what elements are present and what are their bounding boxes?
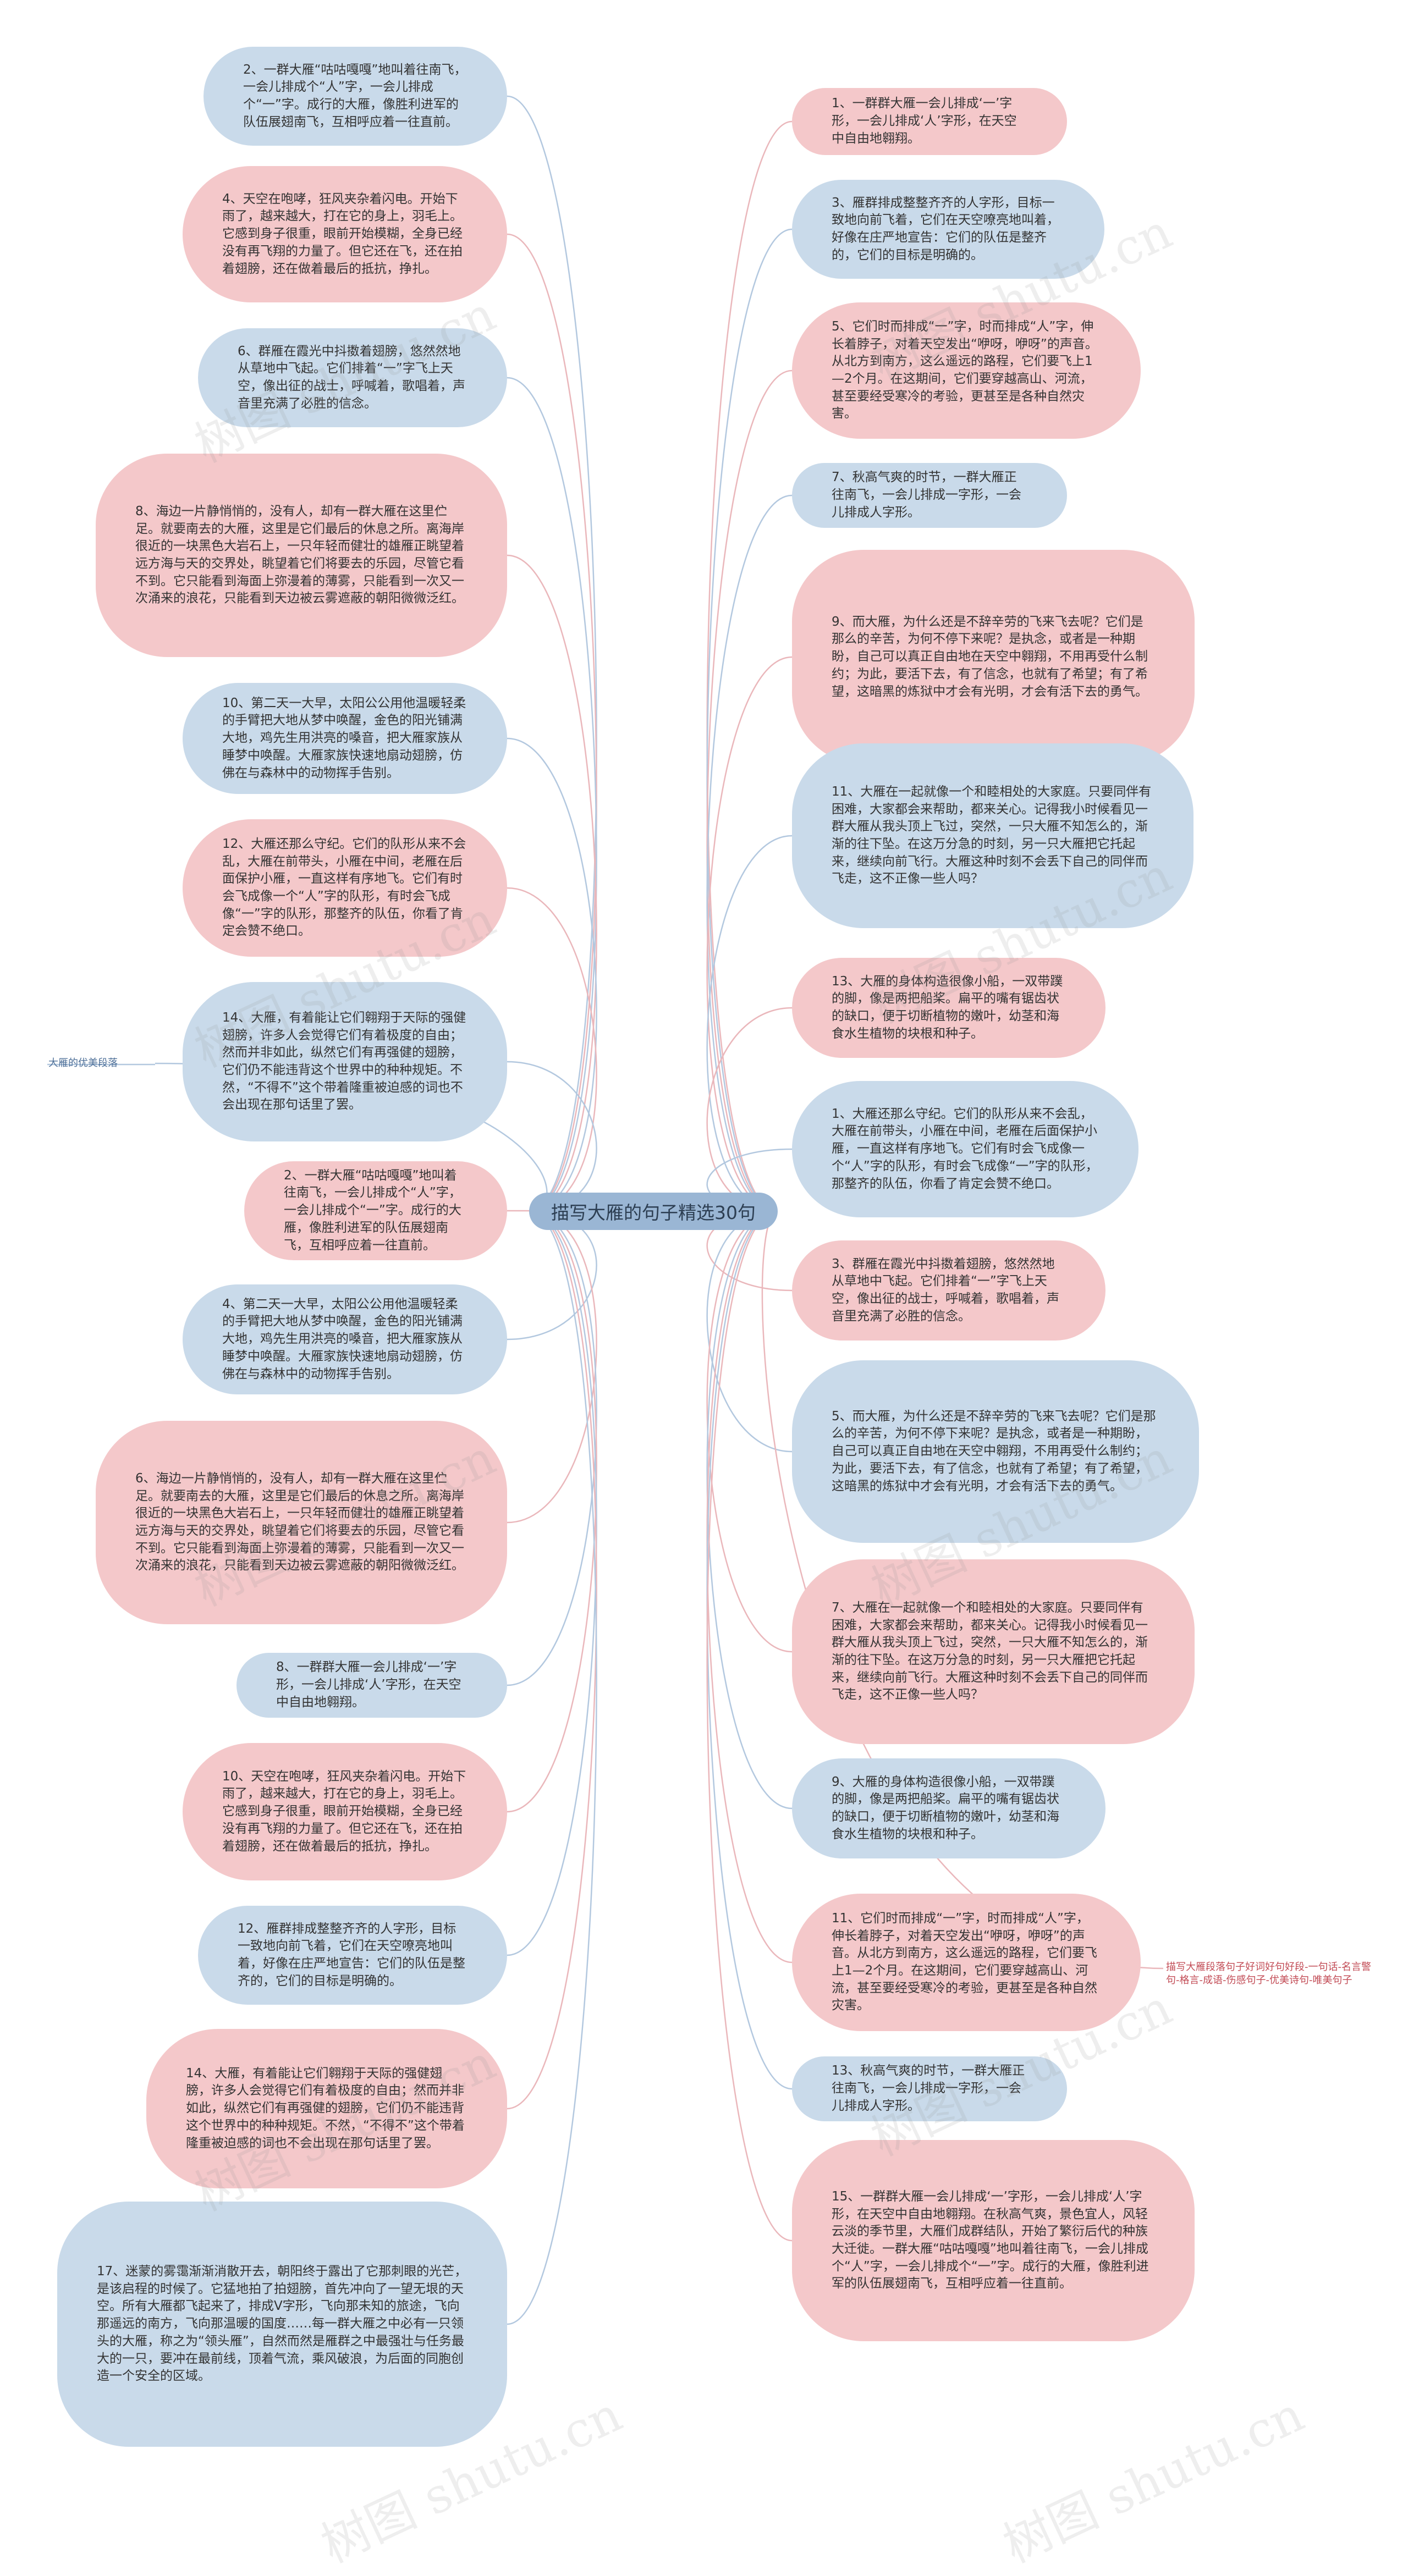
left-connector [507, 1210, 597, 1956]
left-connector [507, 1210, 597, 1813]
left-side-label[interactable]: 大雁的优美段落 [48, 1057, 118, 1069]
left-connector [507, 554, 597, 1212]
left-node-text: 12、雁群排成整整齐齐的人字形，目标一致地向前飞着，它们在天空嘹亮地叫着，好像在… [238, 1921, 465, 1988]
left-node[interactable]: 12、大雁还那么守纪。它们的队形从来不会乱，大雁在前带头，小雁在中间，老雁在后面… [183, 819, 507, 957]
left-connector [507, 377, 597, 1212]
left-connector [507, 1210, 597, 1686]
left-connector [507, 95, 597, 1212]
left-connector [507, 1210, 597, 1524]
left-node-text: 10、第二天一大早，太阳公公用他温暖轻柔的手臂把大地从梦中唤醒，金色的阳光铺满大… [222, 696, 466, 780]
right-connector [706, 1210, 793, 2242]
right-node[interactable]: 5、而大雁，为什么还是不辞辛劳的飞来飞去呢？它们是那么的辛苦，为何不停下来呢？是… [792, 1360, 1199, 1543]
left-node-text: 4、第二天一大早，太阳公公用他温暖轻柔的手臂把大地从梦中唤醒，金色的阳光铺满大地… [222, 1297, 463, 1381]
right-connector [706, 656, 793, 1212]
right-node-text: 9、而大雁，为什么还是不辞辛劳的飞来飞去呢？它们是那么的辛苦，为何不停下来呢？是… [832, 614, 1148, 699]
left-node[interactable]: 10、第二天一大早，太阳公公用他温暖轻柔的手臂把大地从梦中唤醒，金色的阳光铺满大… [183, 683, 507, 794]
left-node-text: 4、天空在咆哮，狂风夹杂着闪电。开始下雨了，越来越大，打在它的身上，羽毛上。它感… [222, 191, 463, 276]
left-connector [507, 1210, 597, 2325]
right-node-text: 9、大雁的身体构造很像小船，一双带蹼的脚，像是两把船桨。扁平的嘴有锯齿状的缺口，… [832, 1774, 1059, 1841]
left-node[interactable]: 2、一群大雁“咕咕嘎嘎”地叫着往南飞，一会儿排成个“人”字，一会儿排成个“一”字… [204, 47, 507, 146]
right-node-text: 3、群雁在霞光中抖擞着翅膀，悠然然地从草地中飞起。它们排着“一”字飞上天空，像出… [832, 1256, 1059, 1323]
right-node-text: 11、大雁在一起就像一个和睦相处的大家庭。只要同伴有困难，大家都会来帮助，都来关… [832, 784, 1152, 886]
right-side-label[interactable]: 描写大雁段落句子好词好句好段-一句话-名言警句-格言-成语-伤感句子-优美诗句-… [1166, 1961, 1371, 1987]
left-connector [507, 233, 597, 1212]
left-node[interactable]: 6、海边一片静悄悄的，没有人，却有一群大雁在这里伫足。就要南去的大雁，这里是它们… [96, 1421, 507, 1624]
left-node-text: 8、海边一片静悄悄的，没有人，却有一群大雁在这里伫足。就要南去的大雁，这里是它们… [135, 504, 464, 606]
left-node[interactable]: 8、一群群大雁一会儿排成‘一’字形，一会儿排成‘人’字形，在天空中自由地翱翔。 [237, 1653, 507, 1718]
right-connector [706, 1210, 793, 1810]
left-node-text: 14、大雁，有着能让它们翱翔于天际的强健翅膀，许多人会觉得它们有着极度的自由；然… [222, 1010, 466, 1112]
left-node[interactable]: 6、群雁在霞光中抖擞着翅膀，悠然然地从草地中飞起。它们排着“一”字飞上天空，像出… [198, 328, 507, 427]
right-node-text: 7、秋高气爽的时节，一群大雁正往南飞，一会儿排成一字形，一会儿排成人字形。 [832, 470, 1021, 520]
left-node-text: 2、一群大雁“咕咕嘎嘎”地叫着往南飞，一会儿排成个“人”字，一会儿排成个“一”字… [284, 1168, 461, 1253]
left-node-text: 6、群雁在霞光中抖擞着翅膀，悠然然地从草地中飞起。它们排着“一”字飞上天空，像出… [238, 344, 465, 411]
mindmap-canvas [47, 95, 1164, 2325]
left-node[interactable]: 17、迷蒙的雾霭渐渐消散开去，朝阳终于露出了它那刺眼的光芒，是该启程的时候了。它… [57, 2202, 507, 2447]
left-node[interactable]: 10、天空在咆哮，狂风夹杂着闪电。开始下雨了，越来越大，打在它的身上，羽毛上。它… [183, 1743, 507, 1880]
left-connector [507, 887, 597, 1212]
left-node[interactable]: 14、大雁，有着能让它们翱翔于天际的强健翅膀，许多人会觉得它们有着极度的自由；然… [146, 2029, 507, 2188]
left-node[interactable]: 14、大雁，有着能让它们翱翔于天际的强健翅膀，许多人会觉得它们有着极度的自由；然… [183, 982, 507, 1141]
left-node[interactable]: 4、天空在咆哮，狂风夹杂着闪电。开始下雨了，越来越大，打在它的身上，羽毛上。它感… [183, 166, 507, 302]
right-node-text: 1、一群群大雁一会儿排成‘一’字形，一会儿排成‘人’字形，在天空中自由地翱翔。 [832, 96, 1017, 146]
right-node[interactable]: 1、一群群大雁一会儿排成‘一’字形，一会儿排成‘人’字形，在天空中自由地翱翔。 [792, 88, 1067, 155]
left-connector [507, 737, 597, 1212]
central-topic[interactable]: 描写大雁的句子精选30句 [529, 1193, 778, 1230]
right-node[interactable]: 7、大雁在一起就像一个和睦相处的大家庭。只要同伴有困难，大家都会来帮助，都来关心… [792, 1559, 1195, 1744]
right-node[interactable]: 13、秋高气爽的时节，一群大雁正往南飞，一会儿排成一字形，一会儿排成人字形。 [792, 2056, 1067, 2121]
right-node[interactable]: 9、而大雁，为什么还是不辞辛劳的飞来飞去呢？它们是那么的辛苦，为何不停下来呢？是… [792, 550, 1195, 764]
left-node-text: 14、大雁，有着能让它们翱翔于天际的强健翅膀，许多人会觉得它们有着极度的自由；然… [186, 2066, 465, 2150]
left-node-text: 2、一群大雁“咕咕嘎嘎”地叫着往南飞，一会儿排成个“人”字，一会儿排成个“一”字… [243, 62, 467, 129]
right-node[interactable]: 7、秋高气爽的时节，一群大雁正往南飞，一会儿排成一字形，一会儿排成人字形。 [792, 463, 1067, 528]
left-node[interactable]: 4、第二天一大早，太阳公公用他温暖轻柔的手臂把大地从梦中唤醒，金色的阳光铺满大地… [183, 1284, 507, 1394]
right-node[interactable]: 5、它们时而排成“一”字，时而排成“人”字，伸长着脖子，对着天空发出“咿呀，咿呀… [792, 302, 1141, 439]
right-node-text: 5、而大雁，为什么还是不辞辛劳的飞来飞去呢？它们是那么的辛苦，为何不停下来呢？是… [832, 1409, 1156, 1493]
right-node-text: 7、大雁在一起就像一个和睦相处的大家庭。只要同伴有困难，大家都会来帮助，都来关心… [832, 1600, 1148, 1702]
left-node-text: 8、一群群大雁一会儿排成‘一’字形，一会儿排成‘人’字形，在天空中自由地翱翔。 [276, 1660, 461, 1709]
left-connector [507, 1210, 597, 2110]
right-node[interactable]: 1、大雁还那么守纪。它们的队形从来不会乱，大雁在前带头，小雁在中间，老雁在后面保… [792, 1081, 1138, 1217]
left-node-text: 10、天空在咆哮，狂风夹杂着闪电。开始下雨了，越来越大，打在它的身上，羽毛上。它… [222, 1769, 466, 1854]
left-node[interactable]: 8、海边一片静悄悄的，没有人，却有一群大雁在这里伫足。就要南去的大雁，这里是它们… [96, 454, 507, 657]
right-connector [706, 1210, 793, 1653]
right-node-text: 15、一群群大雁一会儿排成‘一’字形，一会儿排成‘人’字形，在天空中自由地翱翔。… [832, 2189, 1149, 2291]
right-connector [706, 228, 793, 1212]
left-node[interactable]: 2、一群大雁“咕咕嘎嘎”地叫着往南飞，一会儿排成个“人”字，一会儿排成个“一”字… [244, 1161, 507, 1260]
right-connector [706, 369, 793, 1212]
right-connector [706, 1210, 793, 1453]
right-node-text: 11、它们时而排成“一”字，时而排成“人”字，伸长着脖子，对着天空发出“咿呀，咿… [832, 1911, 1097, 2013]
left-node-text: 12、大雁还那么守纪。它们的队形从来不会乱，大雁在前带头，小雁在中间，老雁在后面… [222, 836, 466, 939]
left-node-text: 6、海边一片静悄悄的，没有人，却有一群大雁在这里伫足。就要南去的大雁，这里是它们… [135, 1471, 464, 1573]
right-node-text: 5、它们时而排成“一”字，时而排成“人”字，伸长着脖子，对着天空发出“咿呀，咿呀… [832, 319, 1098, 421]
left-node-text: 17、迷蒙的雾霭渐渐消散开去，朝阳终于露出了它那刺眼的光芒，是该启程的时候了。它… [97, 2264, 468, 2384]
right-node[interactable]: 13、大雁的身体构造很像小船，一双带蹼的脚，像是两把船桨。扁平的嘴有锯齿状的缺口… [792, 958, 1106, 1058]
right-connector [706, 494, 793, 1212]
right-node[interactable]: 11、它们时而排成“一”字，时而排成“人”字，伸长着脖子，对着天空发出“咿呀，咿… [792, 1894, 1141, 2031]
right-node[interactable]: 15、一群群大雁一会儿排成‘一’字形，一会儿排成‘人’字形，在天空中自由地翱翔。… [792, 2140, 1195, 2341]
right-node-text: 13、秋高气爽的时节，一群大雁正往南飞，一会儿排成一字形，一会儿排成人字形。 [832, 2064, 1025, 2113]
right-node[interactable]: 3、雁群排成整整齐齐的人字形，目标一致地向前飞着，它们在天空嘹亮地叫着，好像在庄… [792, 180, 1104, 279]
connector-lines [47, 95, 1164, 2325]
right-connector [706, 120, 793, 1212]
right-node[interactable]: 9、大雁的身体构造很像小船，一双带蹼的脚，像是两把船桨。扁平的嘴有锯齿状的缺口，… [792, 1758, 1106, 1858]
right-node[interactable]: 11、大雁在一起就像一个和睦相处的大家庭。只要同伴有困难，大家都会来帮助，都来关… [792, 743, 1194, 928]
right-node-text: 1、大雁还那么守纪。它们的队形从来不会乱，大雁在前带头，小雁在中间，老雁在后面保… [832, 1106, 1098, 1191]
right-node[interactable]: 3、群雁在霞光中抖擞着翅膀，悠然然地从草地中飞起。它们排着“一”字飞上天空，像出… [792, 1240, 1106, 1341]
right-node-text: 13、大雁的身体构造很像小船，一双带蹼的脚，像是两把船桨。扁平的嘴有锯齿状的缺口… [832, 974, 1063, 1041]
right-connector [706, 835, 793, 1212]
right-node-text: 3、雁群排成整整齐齐的人字形，目标一致地向前飞着，它们在天空嘹亮地叫着，好像在庄… [832, 195, 1059, 262]
left-node[interactable]: 12、雁群排成整整齐齐的人字形，目标一致地向前飞着，它们在天空嘹亮地叫着，好像在… [198, 1906, 507, 2005]
